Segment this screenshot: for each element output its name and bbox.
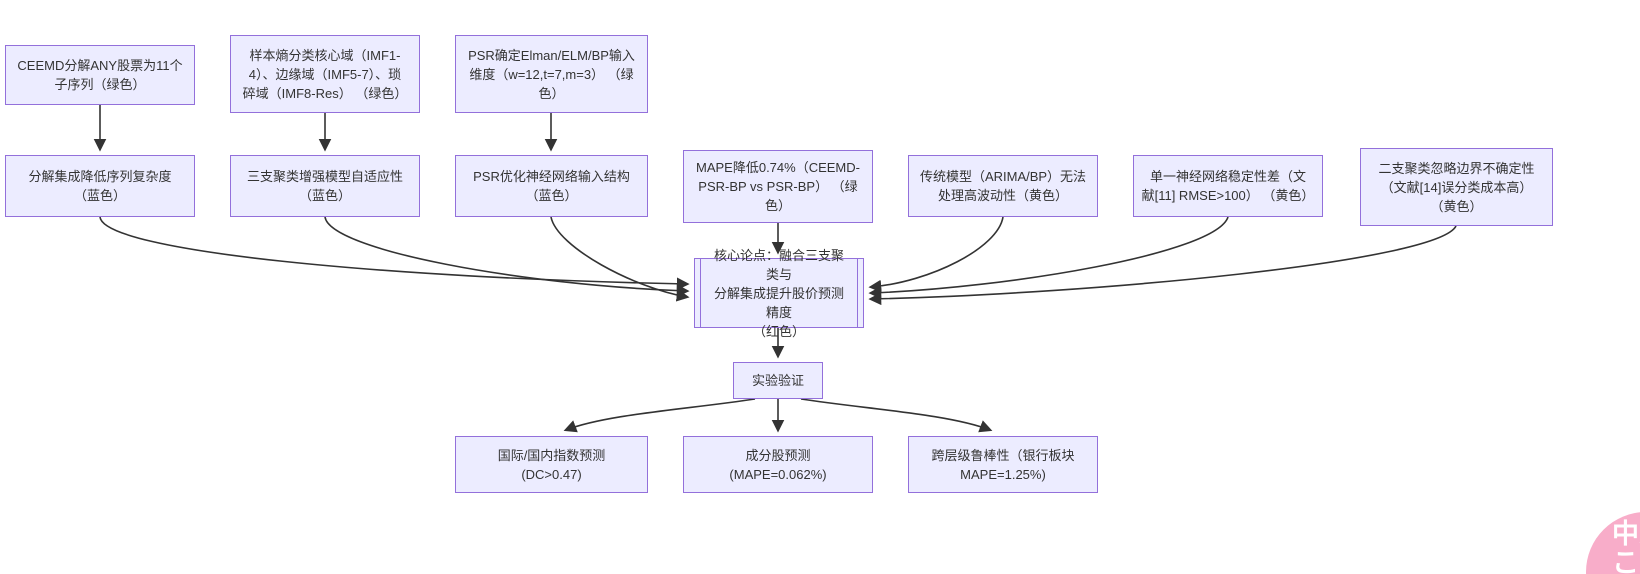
node-label: 样本熵分类核心域（IMF1- 4）、边缘域（IMF5-7）、琐 碎域（IMF8-… — [242, 47, 408, 101]
node-mape-reduction: MAPE降低0.74%（CEEMD- PSR-BP vs PSR-BP） （绿 … — [683, 150, 873, 223]
node-experimental-validation: 实验验证 — [733, 362, 823, 399]
edge-psrstruct-to-core — [550, 216, 690, 302]
node-label: 成分股预测 (MAPE=0.062%) — [729, 447, 827, 482]
edge-singlenn-to-core — [868, 216, 1229, 300]
node-three-way-clustering-adaptivity: 三支聚类增强模型自适应性 （蓝色） — [230, 155, 420, 217]
translate-badge-button[interactable]: 中A こ — [1586, 512, 1640, 574]
node-decomposition-reduces-complexity: 分解集成降低序列复杂度 （蓝色） — [5, 155, 195, 217]
node-label: 实验验证 — [751, 373, 804, 388]
edge-experiment-to-robustness — [800, 398, 993, 433]
edge-threeway-to-core — [324, 216, 690, 298]
node-constituent-stock-prediction: 成分股预测 (MAPE=0.062%) — [683, 436, 873, 493]
node-label: 三支聚类增强模型自适应性 （蓝色） — [246, 169, 403, 203]
node-index-prediction: 国际/国内指数预测 (DC>0.47) — [455, 436, 648, 493]
node-cross-level-robustness: 跨层级鲁棒性（银行板块 MAPE=1.25%) — [908, 436, 1098, 493]
node-label: MAPE降低0.74%（CEEMD- PSR-BP vs PSR-BP） （绿 … — [696, 160, 860, 213]
node-two-way-clustering-limitation: 二支聚类忽略边界不确定性 （文献[14]误分类成本高） （黄色） — [1360, 148, 1553, 226]
node-label: 分解集成降低序列复杂度 （蓝色） — [28, 169, 172, 203]
node-label: 单一神经网络稳定性差（文 献[11] RMSE>100） （黄色） — [1141, 169, 1315, 203]
node-ceemd-decomposition: CEEMD分解ANY股票为11个 子序列（绿色） — [5, 45, 195, 105]
node-psr-input-dimension: PSR确定Elman/ELM/BP输入 维度（w=12,t=7,m=3） （绿 … — [455, 35, 648, 113]
node-core-thesis: 核心论点：融合三支聚类与 分解集成提升股价预测精度 （红色） — [694, 248, 864, 339]
node-psr-optimizes-input-structure: PSR优化神经网络输入结构 （蓝色） — [455, 155, 648, 217]
node-sample-entropy-classification: 样本熵分类核心域（IMF1- 4）、边缘域（IMF5-7）、琐 碎域（IMF8-… — [230, 35, 420, 113]
translate-badge-label: 中A こ — [1612, 519, 1640, 574]
node-label: 传统模型（ARIMA/BP）无法 处理高波动性（黄色） — [919, 169, 1087, 203]
edge-traditional-to-core — [868, 216, 1004, 293]
node-label: PSR优化神经网络输入结构 （蓝色） — [473, 169, 630, 203]
node-label: 国际/国内指数预测 (DC>0.47) — [497, 447, 606, 482]
node-label: 跨层级鲁棒性（银行板块 MAPE=1.25%) — [931, 447, 1075, 482]
edge-decomp-to-core — [99, 216, 690, 291]
node-label: 二支聚类忽略边界不确定性 （文献[14]误分类成本高） （黄色） — [1378, 160, 1535, 214]
node-single-nn-instability: 单一神经网络稳定性差（文 献[11] RMSE>100） （黄色） — [1133, 155, 1323, 217]
node-traditional-model-limitation: 传统模型（ARIMA/BP）无法 处理高波动性（黄色） — [908, 155, 1098, 217]
edge-twoway-to-core — [868, 225, 1457, 306]
edge-experiment-to-index — [563, 398, 756, 433]
node-label: PSR确定Elman/ELM/BP输入 维度（w=12,t=7,m=3） （绿 … — [468, 47, 635, 101]
node-label: CEEMD分解ANY股票为11个 子序列（绿色） — [17, 58, 183, 92]
node-label: 核心论点：融合三支聚类与 分解集成提升股价预测精度 （红色） — [713, 247, 844, 339]
